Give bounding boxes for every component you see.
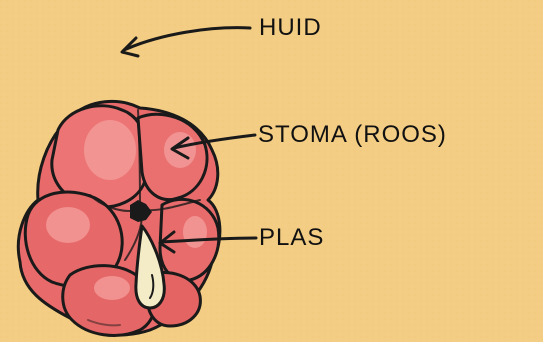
label-stoma: STOMA (ROOS) — [258, 123, 447, 147]
label-plas: PLAS — [259, 226, 324, 250]
label-huid: HUID — [259, 16, 322, 40]
